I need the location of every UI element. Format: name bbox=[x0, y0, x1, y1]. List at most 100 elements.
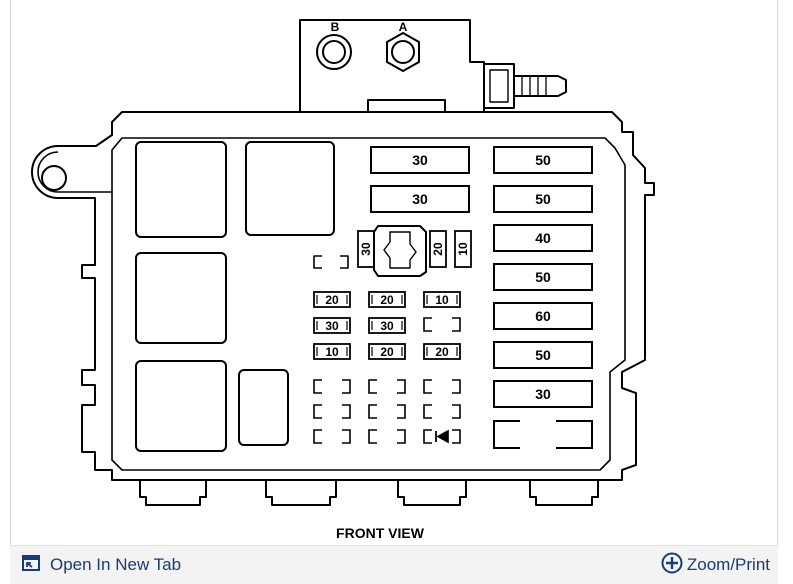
diode-arrow-icon bbox=[436, 429, 449, 444]
vertical-fuse-rating: 10 bbox=[456, 242, 470, 256]
maxi-fuse-body bbox=[370, 185, 470, 213]
mini-fuse-body bbox=[313, 317, 351, 334]
maxi-fuse: 50 bbox=[493, 263, 593, 291]
maxi-fuse-rating: 50 bbox=[535, 347, 551, 363]
mini-fuse: 20 bbox=[368, 291, 406, 308]
maxi-fuse-rating: 30 bbox=[412, 152, 428, 168]
maxi-fuse-rating: 30 bbox=[535, 386, 551, 402]
mini-fuse-body bbox=[423, 343, 461, 360]
terminal-a-nut bbox=[386, 32, 420, 72]
maxi-fuse: 40 bbox=[493, 224, 593, 252]
housing-inner bbox=[111, 137, 626, 471]
side-connector-body bbox=[483, 63, 515, 109]
empty-large-slot bbox=[493, 420, 593, 449]
mini-fuse-body bbox=[368, 291, 406, 308]
bracket-tab bbox=[367, 99, 446, 112]
empty-fuse-slot bbox=[313, 404, 351, 419]
mini-fuse: 20 bbox=[423, 343, 461, 360]
mini-fuse: 10 bbox=[313, 343, 351, 360]
vertical-fuse: 10 bbox=[454, 230, 472, 268]
vertical-fuse-body bbox=[454, 230, 472, 268]
mini-fuse-rating: 20 bbox=[435, 345, 449, 359]
mini-fuse: 30 bbox=[368, 317, 406, 334]
terminal-bracket bbox=[299, 19, 485, 112]
bottom-foot bbox=[397, 480, 467, 506]
mini-fuse: 20 bbox=[368, 343, 406, 360]
maxi-fuse: 30 bbox=[370, 185, 470, 213]
relay bbox=[135, 141, 227, 238]
vertical-fuse: 20 bbox=[429, 230, 447, 268]
vertical-fuse: 30 bbox=[357, 230, 375, 268]
maxi-fuse: 60 bbox=[493, 302, 593, 330]
empty-fuse-slot bbox=[313, 429, 351, 444]
vertical-fuse-rating: 20 bbox=[431, 242, 445, 256]
empty-fuse-slot bbox=[368, 379, 406, 394]
bottom-foot bbox=[529, 480, 599, 506]
mini-fuse: 30 bbox=[313, 317, 351, 334]
maxi-fuse-body bbox=[493, 302, 593, 330]
bottom-foot bbox=[265, 480, 337, 506]
maxi-fuse-body bbox=[493, 380, 593, 408]
empty-fuse-slot bbox=[313, 379, 351, 394]
side-connector-pin bbox=[514, 75, 567, 97]
housing-outline bbox=[31, 111, 655, 481]
maxi-fuse-body bbox=[493, 146, 593, 174]
vertical-fuse-body bbox=[357, 230, 375, 268]
mini-fuse-rating: 20 bbox=[380, 293, 394, 307]
maxi-fuse-rating: 60 bbox=[535, 308, 551, 324]
maxi-fuse: 50 bbox=[493, 341, 593, 369]
maxi-fuse-rating: 30 bbox=[412, 191, 428, 207]
mini-fuse-body bbox=[313, 343, 351, 360]
open-in-new-tab-button[interactable]: Open In New Tab bbox=[22, 546, 181, 584]
mini-fuse-rating: 20 bbox=[380, 345, 394, 359]
relay bbox=[135, 360, 227, 452]
relay bbox=[135, 252, 227, 344]
mini-fuse-body bbox=[368, 317, 406, 334]
maxi-fuse: 50 bbox=[493, 146, 593, 174]
diode-block bbox=[238, 369, 289, 446]
zoom-plus-icon bbox=[661, 552, 683, 579]
zoom-print-label: Zoom/Print bbox=[686, 555, 770, 574]
mini-fuse-rating: 10 bbox=[325, 345, 339, 359]
maxi-fuse: 30 bbox=[370, 146, 470, 174]
mini-fuse-body bbox=[368, 343, 406, 360]
maxi-fuse: 50 bbox=[493, 185, 593, 213]
mini-fuse: 10 bbox=[423, 291, 461, 308]
terminal-a-stud bbox=[391, 40, 415, 64]
empty-fuse-slot bbox=[368, 404, 406, 419]
vertical-fuse-rating: 30 bbox=[359, 242, 373, 256]
maxi-fuse-rating: 40 bbox=[535, 230, 551, 246]
mini-fuse-rating: 30 bbox=[380, 319, 394, 333]
fuse-box-diagram: 30 30 50 50 40 50 60 50 30 30 20 10 20 20 10 30 30 10 20… bbox=[31, 19, 655, 541]
maxi-fuse-rating: 50 bbox=[535, 269, 551, 285]
mini-fuse: 20 bbox=[313, 291, 351, 308]
maxi-fuse-rating: 50 bbox=[535, 152, 551, 168]
empty-fuse-slot bbox=[423, 317, 461, 332]
maxi-fuse-body bbox=[370, 146, 470, 174]
open-new-tab-icon bbox=[22, 554, 40, 576]
terminal-b-label: B bbox=[331, 20, 340, 34]
maxi-fuse-body bbox=[493, 185, 593, 213]
maxi-fuse-body bbox=[493, 224, 593, 252]
terminal-a-label: A bbox=[399, 20, 408, 34]
relay bbox=[245, 141, 335, 236]
vertical-fuse-body bbox=[429, 230, 447, 268]
terminal-b-stud-inner bbox=[322, 40, 346, 64]
viewer-toolbar: Open In New Tab Zoom/Print bbox=[10, 545, 778, 584]
mounting-hole bbox=[41, 165, 67, 191]
mount-ear-inner bbox=[37, 151, 112, 193]
empty-fuse-slot bbox=[423, 379, 461, 394]
open-in-new-tab-label: Open In New Tab bbox=[50, 555, 182, 574]
mini-fuse-body bbox=[423, 291, 461, 308]
empty-fuse-slot bbox=[423, 404, 461, 419]
diode-slot bbox=[423, 429, 461, 444]
empty-slot bbox=[313, 255, 349, 269]
maxi-fuse-body bbox=[493, 263, 593, 291]
front-view-caption: FRONT VIEW bbox=[336, 525, 425, 541]
maxi-fuse-body bbox=[493, 341, 593, 369]
terminal-labels: B A bbox=[331, 20, 408, 34]
mini-fuse-body bbox=[313, 291, 351, 308]
maxi-fuse: 30 bbox=[493, 380, 593, 408]
mini-fuse-rating: 20 bbox=[325, 293, 339, 307]
zoom-print-button[interactable]: Zoom/Print bbox=[661, 546, 770, 584]
